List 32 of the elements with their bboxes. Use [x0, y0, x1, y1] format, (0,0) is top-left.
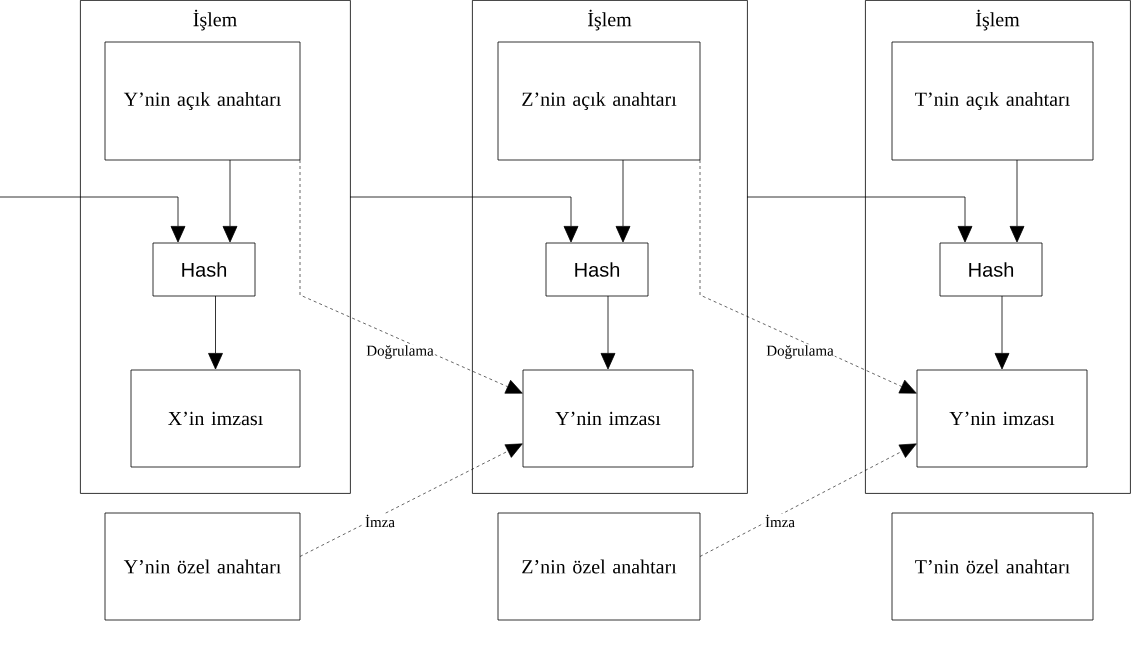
key-box: Z’nin özel anahtarı: [497, 512, 701, 621]
arrow: [222, 159, 238, 243]
arrow: [299, 159, 523, 394]
arrow: [208, 295, 223, 370]
key-box: Z’nin açık anahtarı: [497, 41, 701, 161]
arrow: [600, 295, 616, 370]
arrow: [1009, 159, 1025, 243]
edge-label: Doğrulama: [365, 344, 435, 360]
arrow: [299, 443, 523, 557]
box-heading: İşlem: [976, 9, 1020, 31]
arrow: [349, 196, 579, 243]
key-box: Y’nin açık anahtarı: [104, 41, 301, 161]
key-box: Y’nin imzası: [916, 369, 1088, 468]
edge-label: Doğrulama: [765, 344, 835, 360]
box-heading: İşlem: [193, 9, 237, 31]
hash-box: Hash: [939, 242, 1043, 297]
arrow: [615, 159, 631, 243]
key-box: T’nin özel anahtarı: [891, 512, 1094, 621]
hash-box: Hash: [545, 242, 649, 297]
key-box: T’nin açık anahtarı: [891, 41, 1094, 161]
arrow: [994, 295, 1010, 370]
box-heading: İşlem: [588, 9, 632, 31]
key-box: Y’nin imzası: [522, 369, 694, 468]
arrow: [0, 196, 186, 243]
edge-label: İmza: [364, 513, 396, 529]
edge-label: İmza: [764, 513, 796, 529]
arrow: [746, 196, 973, 243]
arrow: [699, 443, 917, 557]
key-box: X’in imzası: [130, 369, 301, 468]
key-box: Y’nin özel anahtarı: [104, 512, 301, 621]
arrow: [699, 159, 917, 394]
hash-box: Hash: [152, 242, 256, 297]
